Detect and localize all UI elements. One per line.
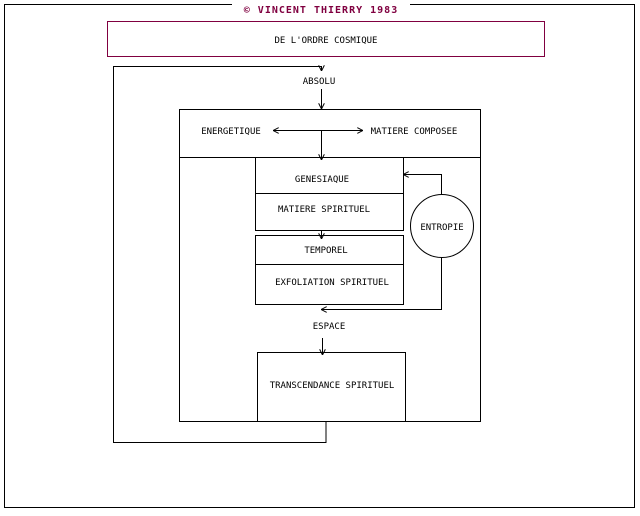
label-energetique: ENERGETIQUE [201,127,261,137]
entropie-to-genesiaque [404,175,442,194]
entropie-to-espace [322,258,442,310]
return-loop [113,67,327,443]
label-temporel: TEMPOREL [304,246,347,256]
main-container [179,109,481,422]
label-entropie: ENTROPIE [420,223,463,233]
label-matiere-composee: MATIERE COMPOSEE [371,127,458,137]
label-absolu: ABSOLU [303,77,336,87]
label-exfoliation-spirituel: EXFOLIATION SPIRITUEL [275,278,389,288]
outer-frame [4,4,635,508]
page-title: DE L'ORDRE COSMIQUE [275,36,378,46]
label-transcendance-spirituel: TRANSCENDANCE SPIRITUEL [270,381,395,391]
label-genesiaque: GENESIAQUE [295,175,349,185]
copyright-text: © VINCENT THIERRY 1983 [244,5,398,16]
temporel-box [255,235,404,305]
title-box [107,21,545,57]
entropie-circle [410,194,474,258]
label-espace: ESPACE [313,322,346,332]
label-matiere-spirituel: MATIERE SPIRITUEL [278,205,370,215]
transcendance-box [257,352,406,422]
